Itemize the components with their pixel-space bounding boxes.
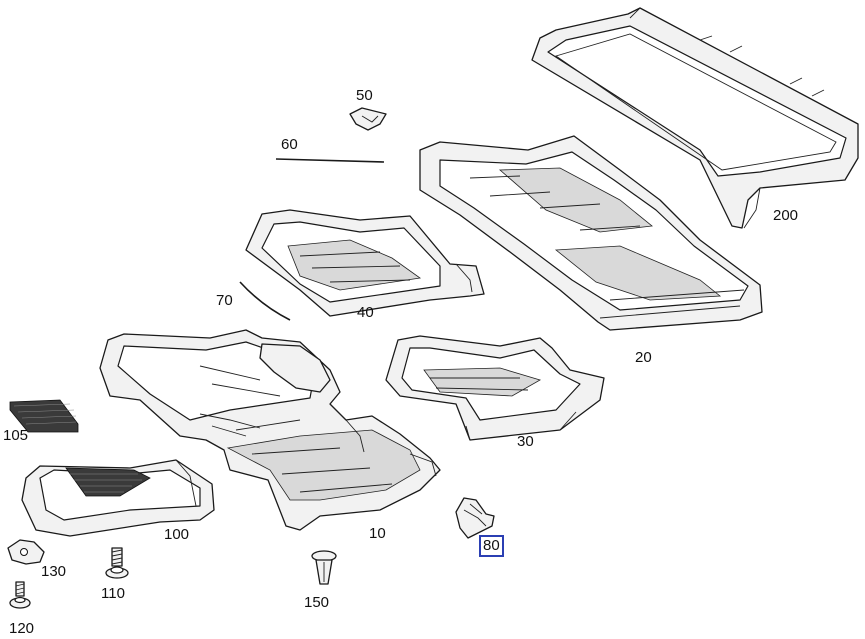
callout-120[interactable]: 120 <box>9 620 35 637</box>
callout-110[interactable]: 110 <box>101 585 125 602</box>
callout-40[interactable]: 40 <box>357 304 374 321</box>
screw[interactable] <box>105 547 129 579</box>
callout-30[interactable]: 30 <box>517 433 534 450</box>
armrest-tray[interactable] <box>21 459 215 537</box>
bracket[interactable] <box>455 497 495 539</box>
clip[interactable] <box>349 107 387 131</box>
nut-clip[interactable] <box>7 539 45 565</box>
screw-lower[interactable] <box>9 581 31 609</box>
callout-20[interactable]: 20 <box>635 349 652 366</box>
callout-150[interactable]: 150 <box>304 594 330 611</box>
callout-50[interactable]: 50 <box>356 87 373 104</box>
callout-70[interactable]: 70 <box>216 292 233 309</box>
callout-100[interactable]: 100 <box>164 526 190 543</box>
center-backrest-cover[interactable] <box>419 135 763 331</box>
seat-cushion-cover-right[interactable] <box>385 335 605 441</box>
pad[interactable] <box>9 399 79 433</box>
callout-200[interactable]: 200 <box>773 207 799 224</box>
callout-80-selected[interactable]: 80 <box>479 535 504 557</box>
callout-10[interactable]: 10 <box>369 525 386 542</box>
rear-backrest-panel[interactable] <box>531 7 859 229</box>
callout-130[interactable]: 130 <box>41 563 67 580</box>
callout-60[interactable]: 60 <box>281 136 298 153</box>
side-backrest-cover[interactable] <box>245 209 485 317</box>
expansion-rivet[interactable] <box>311 550 337 585</box>
callout-105[interactable]: 105 <box>3 427 29 444</box>
curved-rod[interactable] <box>239 281 291 321</box>
wire-rod[interactable] <box>275 158 385 163</box>
seat-cushion-frame[interactable] <box>99 329 441 531</box>
